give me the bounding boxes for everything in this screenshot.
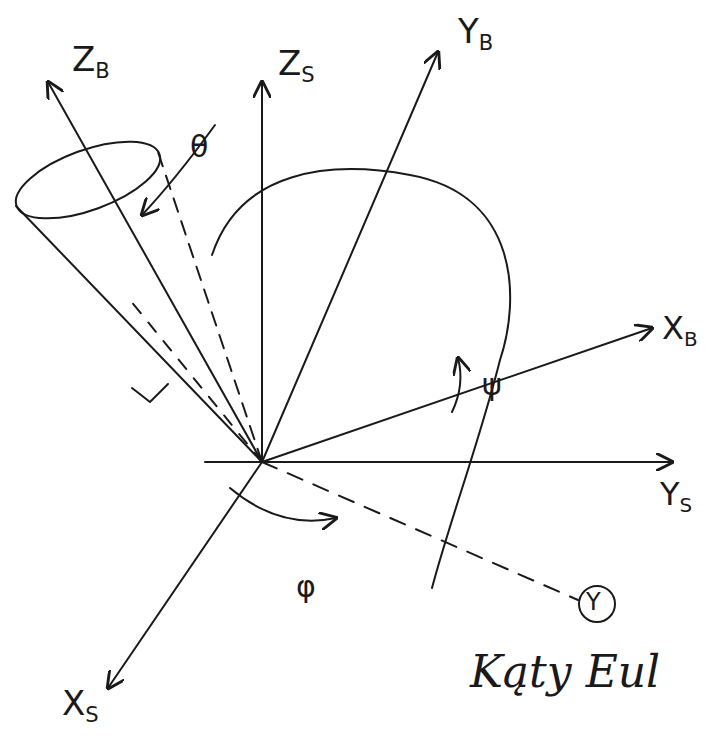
axis-label: YB bbox=[458, 14, 493, 53]
angle-label: ψ bbox=[482, 370, 502, 400]
angle-label: φ bbox=[296, 572, 316, 602]
axis-label: XS bbox=[62, 686, 99, 725]
axis-label: YS bbox=[660, 478, 692, 516]
axis-label: ZS bbox=[278, 46, 315, 85]
angle-label: θ bbox=[190, 132, 208, 162]
node-line-label: Y bbox=[586, 590, 601, 614]
axis-label: XB bbox=[662, 312, 698, 350]
handwritten-title: Kąty Eul bbox=[470, 650, 660, 694]
axis-label: ZB bbox=[72, 42, 110, 81]
